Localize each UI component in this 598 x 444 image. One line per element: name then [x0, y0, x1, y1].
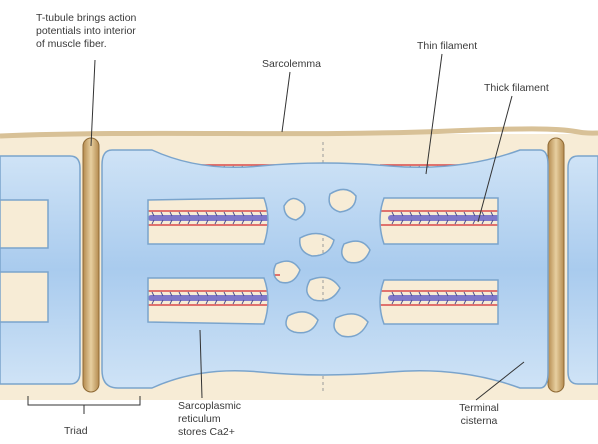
sarcoplasmic-reticulum-right: [568, 156, 598, 384]
sarcoplasmic-reticulum-left: [0, 156, 80, 384]
thick-filament: [388, 295, 512, 301]
thick-filament: [148, 295, 272, 301]
label-sarcolemma: Sarcolemma: [262, 58, 321, 71]
label-thin-filament: Thin filament: [417, 40, 477, 53]
label-sarcoplasmic-reticulum: Sarcoplasmic reticulum stores Ca2+: [178, 400, 298, 439]
thick-filament: [388, 215, 512, 221]
sarcoplasmic-reticulum-network: [102, 150, 548, 388]
label-triad: Triad: [64, 425, 88, 438]
leader-line-sarcolemma: [282, 72, 290, 132]
label-terminal-cisterna: Terminal cisterna: [434, 402, 524, 428]
t-tubule: [548, 138, 564, 392]
label-thick-filament: Thick filament: [484, 82, 549, 95]
thick-filament: [148, 215, 272, 221]
t-tubule: [83, 138, 99, 392]
label-t-tubule: T-tubule brings action potentials into i…: [36, 12, 196, 51]
